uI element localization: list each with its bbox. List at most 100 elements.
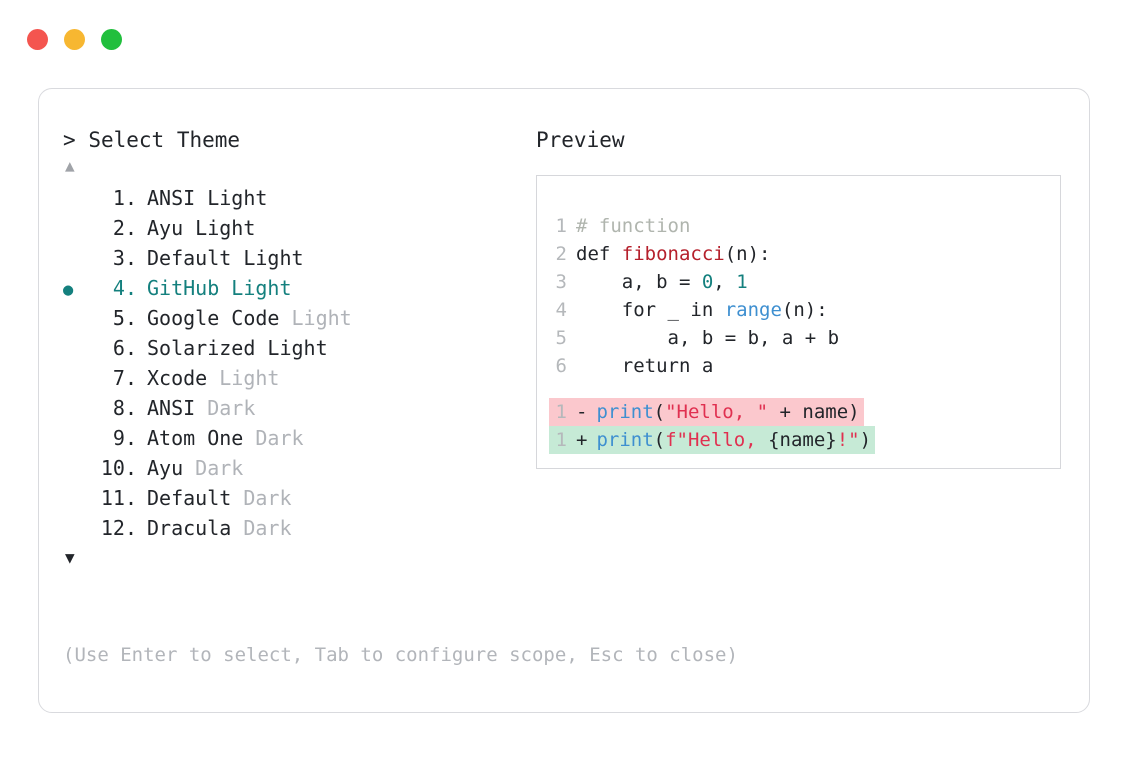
theme-list-item[interactable]: 11. Default Dark — [63, 483, 533, 513]
code-token: print — [596, 401, 654, 423]
code-token: + name) — [768, 401, 860, 423]
diff-line-removed: 1-print("Hello, " + name) — [549, 398, 864, 426]
theme-item-name: Google Code Light — [147, 306, 352, 330]
theme-item-number: 10. — [100, 456, 137, 480]
theme-item-number: 11. — [100, 486, 137, 510]
scroll-up-arrow-icon[interactable]: ▲ — [65, 156, 75, 175]
theme-list-item[interactable]: 2. Ayu Light — [63, 213, 533, 243]
theme-list-column: > Select Theme ▲ 1. ANSI Light 2. Ayu Light… — [63, 125, 533, 569]
code-token: 1 — [736, 271, 748, 293]
theme-item-variant: Dark — [231, 516, 292, 540]
code-line-text: for _ in range(n): — [567, 296, 828, 324]
prompt-label: Select Theme — [88, 128, 241, 152]
code-token: 0 — [701, 271, 714, 293]
code-line-text: # function — [567, 212, 690, 240]
scroll-down-arrow-icon[interactable]: ▼ — [65, 548, 75, 567]
diff-block: 1-print("Hello, " + name)1+print(f"Hello… — [549, 398, 1049, 454]
code-token: # function — [576, 215, 691, 237]
theme-item-name: Default Light — [147, 246, 304, 270]
theme-item-number: 1. — [112, 186, 137, 210]
code-token: f"Hello, — [665, 429, 769, 451]
theme-list-item[interactable]: 3. Default Light — [63, 243, 533, 273]
code-token: return a — [576, 355, 714, 377]
code-line-text: def fibonacci(n): — [567, 240, 770, 268]
code-line-text: a, b = b, a + b — [567, 324, 840, 352]
theme-list-item[interactable]: 5.Google Code Light — [63, 303, 533, 333]
theme-item-name: Ayu Light — [147, 216, 256, 240]
prompt-header: > Select Theme — [63, 125, 533, 155]
theme-item-number: 6. — [112, 336, 137, 360]
code-token: def — [576, 243, 622, 265]
preview-title: Preview — [536, 128, 625, 152]
diff-line-added: 1 +print(f"Hello, {name}!") — [549, 426, 876, 454]
code-token: for _ in — [576, 299, 725, 321]
theme-item-number: 8. — [112, 396, 137, 420]
code-token: "Hello, " — [665, 401, 769, 423]
theme-list-item[interactable]: 8. ANSI Dark — [63, 393, 533, 423]
code-line-number: 6 — [555, 355, 567, 377]
theme-list-item[interactable]: 9. Atom One Dark — [63, 423, 533, 453]
theme-item-name: Xcode Light — [147, 366, 280, 390]
diff-line-number: 1 — [555, 429, 567, 451]
code-token: ( — [653, 429, 666, 451]
theme-item-name: Ayu Dark — [147, 456, 244, 480]
code-line-text: a, b = 0, 1 — [567, 268, 748, 296]
theme-item-name: Solarized Light — [147, 336, 328, 360]
theme-item-number: 3. — [112, 246, 137, 270]
theme-item-number: 4. — [112, 276, 137, 300]
code-token: fibonacci — [621, 243, 725, 265]
theme-item-variant: Light — [195, 186, 268, 210]
theme-item-name: ANSI Light — [147, 186, 268, 210]
theme-picker-card: > Select Theme ▲ 1. ANSI Light 2. Ayu Light… — [38, 88, 1090, 713]
code-token: (n): — [781, 299, 828, 321]
theme-list-item[interactable]: 12. Dracula Dark — [63, 513, 533, 543]
selected-bullet-icon: ● — [63, 280, 74, 300]
theme-item-name: Default Dark — [147, 486, 292, 510]
code-token: a, b = — [576, 271, 702, 293]
code-line: 4 for _ in range(n): — [549, 296, 1049, 324]
code-line: 1# function — [549, 212, 1049, 240]
window-controls — [27, 29, 122, 50]
picker-columns: > Select Theme ▲ 1. ANSI Light 2. Ayu Light… — [39, 89, 1089, 712]
code-token: ( — [653, 401, 666, 423]
theme-item-variant: Light — [219, 276, 292, 300]
code-line: 6 return a — [549, 352, 1049, 380]
theme-list-item[interactable]: 10. Ayu Dark — [63, 453, 533, 483]
code-token: !" — [836, 429, 860, 451]
code-line-number: 2 — [555, 243, 567, 265]
keyboard-hint: (Use Enter to select, Tab to configure s… — [63, 644, 738, 666]
maximize-window-dot[interactable] — [101, 29, 122, 50]
preview-column: Preview — [536, 125, 1066, 155]
theme-item-variant: Dark — [243, 426, 304, 450]
code-token: {name} — [768, 429, 837, 451]
close-window-dot[interactable] — [27, 29, 48, 50]
code-line: 5 a, b = b, a + b — [549, 324, 1049, 352]
theme-item-name: Dracula Dark — [147, 516, 292, 540]
theme-list: 1. ANSI Light 2. Ayu Light 3. Default Light ● 4… — [63, 183, 533, 543]
theme-list-item[interactable]: ●4.GitHub Light — [63, 273, 533, 303]
theme-list-item[interactable]: 1. ANSI Light — [63, 183, 533, 213]
theme-item-variant: Light — [255, 336, 328, 360]
theme-list-item[interactable]: 6. Solarized Light — [63, 333, 533, 363]
code-line-text: return a — [567, 352, 714, 380]
code-line: 3 a, b = 0, 1 — [549, 268, 1049, 296]
theme-item-name: ANSI Dark — [147, 396, 256, 420]
code-line-number: 4 — [555, 299, 567, 321]
diff-line-text: print(f"Hello, {name}!") — [587, 426, 875, 454]
theme-item-number: 12. — [100, 516, 137, 540]
theme-item-number: 9. — [112, 426, 137, 450]
diff-line-text: print("Hello, " + name) — [587, 398, 863, 426]
code-token: range — [724, 299, 782, 321]
minimize-window-dot[interactable] — [64, 29, 85, 50]
diff-sign: + — [576, 429, 588, 451]
theme-item-variant: Dark — [195, 396, 256, 420]
theme-item-number: 2. — [112, 216, 137, 240]
code-token: print — [596, 429, 654, 451]
theme-item-name: Atom One Dark — [147, 426, 304, 450]
theme-item-variant: Light — [207, 366, 280, 390]
theme-list-item[interactable]: 7.Xcode Light — [63, 363, 533, 393]
